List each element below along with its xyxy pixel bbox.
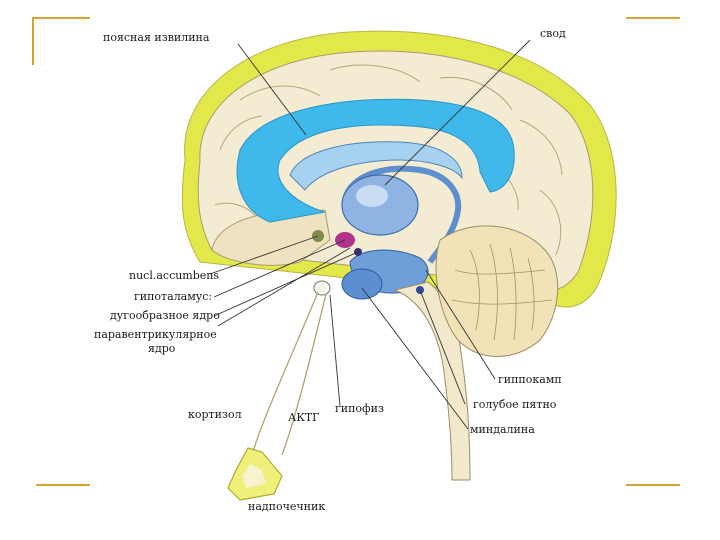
cerebellar-folia	[451, 243, 553, 341]
frame-corner-top-left-horizontal	[32, 17, 90, 19]
label-arcuate-nucleus: дугообразное ядро	[110, 309, 220, 322]
label-paraventricular-line2: ядро	[148, 342, 176, 355]
label-locus-coeruleus: голубое пятно	[473, 398, 557, 411]
frame-corner-top-left-vertical	[32, 17, 34, 65]
label-adrenal-gland: надпочечник	[248, 500, 325, 513]
cerebellum	[435, 225, 559, 357]
label-hypothalamus: гипоталамус:	[134, 290, 212, 303]
frame-corner-bottom-right	[626, 484, 680, 486]
leader-lines	[209, 39, 531, 430]
label-pituitary: гипофиз	[335, 402, 384, 415]
label-fornix: свод	[540, 27, 566, 40]
pituitary	[313, 280, 331, 296]
label-cingulate-gyrus: поясная извилина	[103, 31, 210, 44]
frame-corner-bottom-left	[36, 484, 90, 486]
frame-corner-top-right	[626, 17, 680, 19]
acth-pathway	[281, 293, 327, 456]
label-hippocampus: гиппокамп	[498, 373, 562, 386]
lateral-ventricle	[289, 141, 463, 191]
amygdala	[341, 268, 383, 300]
adrenal-medulla	[242, 464, 266, 488]
label-paraventricular-line1: паравентрикулярное	[94, 328, 217, 341]
thalamus-highlight	[356, 185, 388, 207]
label-acth: АКТГ	[288, 411, 319, 424]
cortisol-pathway	[251, 291, 319, 456]
label-cortisol: кортизол	[188, 408, 242, 421]
label-amygdala: миндалина	[470, 423, 535, 436]
label-nucleus-accumbens: nucl.accumbens	[129, 269, 219, 282]
frontal-base	[211, 209, 331, 266]
cingulate-gyrus	[236, 98, 515, 223]
